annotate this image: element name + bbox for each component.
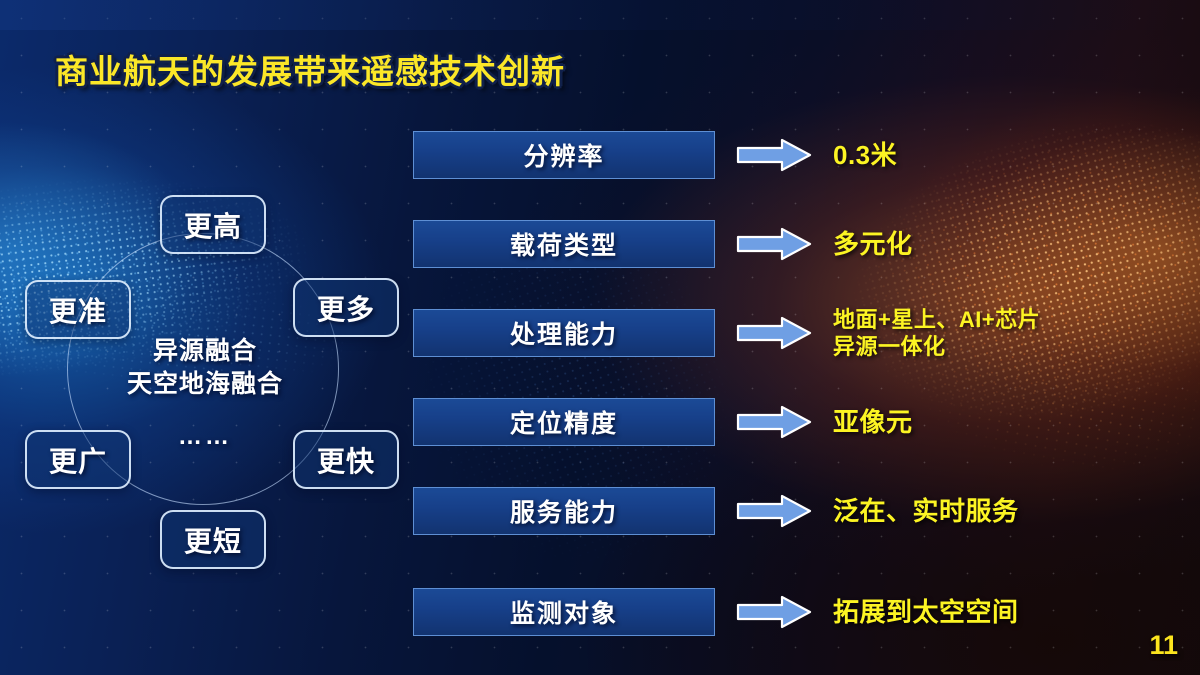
diagram-node-top[interactable]: 更高 xyxy=(160,195,266,254)
right-arrow-icon xyxy=(736,405,812,439)
category-row: 载荷类型 多元化 xyxy=(0,214,1200,274)
category-box-label: 服务能力 xyxy=(509,499,618,527)
category-value: 0.3米 xyxy=(833,125,897,185)
category-box-label: 定位精度 xyxy=(509,410,618,438)
circle-diagram: 更高 更准 更多 更广 更快 更短 异源融合 天空地海融合 …… xyxy=(10,185,410,585)
category-value: 泛在、实时服务 xyxy=(833,481,1019,541)
category-box[interactable]: 服务能力 xyxy=(413,487,715,535)
category-value: 地面+星上、AI+芯片异源一体化 xyxy=(833,303,1040,363)
category-value-line-1: 亚像元 xyxy=(833,407,913,437)
category-row: 服务能力 泛在、实时服务 xyxy=(0,481,1200,541)
diagram-node-lower-right[interactable]: 更快 xyxy=(293,430,399,489)
category-box-label: 监测对象 xyxy=(509,600,618,628)
category-box-label: 载荷类型 xyxy=(509,232,618,260)
diagram-node-label: 更短 xyxy=(183,525,242,557)
category-row: 处理能力 地面+星上、AI+芯片异源一体化 xyxy=(0,303,1200,363)
right-arrow-icon xyxy=(736,138,812,172)
category-box[interactable]: 载荷类型 xyxy=(413,220,715,268)
category-row: 分辨率 0.3米 xyxy=(0,125,1200,185)
page-number: 11 xyxy=(1149,630,1178,660)
diagram-node-label: 更高 xyxy=(183,210,242,242)
diagram-node-upper-right[interactable]: 更多 xyxy=(293,278,399,337)
category-box[interactable]: 定位精度 xyxy=(413,398,715,446)
category-box-label: 分辨率 xyxy=(523,143,605,171)
right-arrow-icon xyxy=(736,316,812,350)
category-value-line-1: 0.3米 xyxy=(833,140,898,170)
right-arrow-icon xyxy=(736,595,812,629)
category-value: 多元化 xyxy=(833,214,913,274)
diagram-node-upper-left[interactable]: 更准 xyxy=(25,280,131,339)
diagram-node-lower-left[interactable]: 更广 xyxy=(25,430,131,489)
diagram-node-label: 更广 xyxy=(48,445,107,477)
diagram-node-bottom[interactable]: 更短 xyxy=(160,510,266,569)
category-value-line-1: 多元化 xyxy=(833,229,913,259)
top-sheen-band xyxy=(0,0,1200,30)
category-box[interactable]: 监测对象 xyxy=(413,588,715,636)
category-value-line-1: 地面+星上、AI+芯片 xyxy=(833,307,1041,332)
right-arrow-icon xyxy=(736,494,812,528)
category-value-line-2: 异源一体化 xyxy=(833,334,946,359)
diagram-center-line-1: 异源融合 xyxy=(152,337,257,365)
category-value: 亚像元 xyxy=(833,392,913,452)
diagram-center-line-2: 天空地海融合 xyxy=(126,370,283,398)
diagram-center-text: 异源融合 天空地海融合 xyxy=(70,335,340,401)
diagram-node-label: 更多 xyxy=(316,293,375,325)
diagram-node-label: 更准 xyxy=(48,295,107,327)
diagram-node-label: 更快 xyxy=(316,445,375,477)
category-box[interactable]: 处理能力 xyxy=(413,309,715,357)
right-arrow-icon xyxy=(736,227,812,261)
slide-title: 商业航天的发展带来遥感技术创新 xyxy=(55,53,565,90)
diagram-ellipsis: …… xyxy=(178,423,232,450)
category-value-line-1: 泛在、实时服务 xyxy=(833,496,1019,526)
category-row: 定位精度 亚像元 xyxy=(0,392,1200,452)
category-box[interactable]: 分辨率 xyxy=(413,131,715,179)
category-value-line-1: 拓展到太空空间 xyxy=(833,597,1019,627)
category-box-label: 处理能力 xyxy=(509,321,618,349)
category-value: 拓展到太空空间 xyxy=(833,582,1019,642)
category-row: 监测对象 拓展到太空空间 xyxy=(0,582,1200,642)
